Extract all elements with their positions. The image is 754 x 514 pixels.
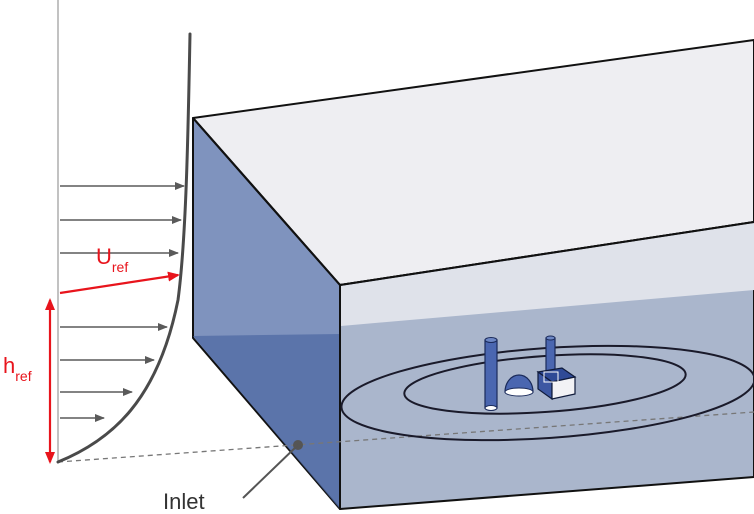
dome: [504, 374, 534, 397]
short-cylinder: [545, 335, 556, 373]
tall-cylinder: [484, 337, 498, 411]
inlet-label: Inlet: [163, 489, 205, 514]
inlet-callout: Inlet: [163, 440, 303, 514]
box-building: [536, 367, 577, 401]
outer-ground-ellipse: [340, 344, 754, 442]
profile-curve: [56, 32, 192, 464]
computational-domain-box: [57, 39, 754, 510]
inner-ground-ellipse: [403, 353, 687, 415]
inlet-face-shade: [193, 334, 340, 509]
inlet-leader-line: [242, 444, 299, 499]
velocity-profile: Uref href: [3, 0, 192, 464]
reference-velocity-label: Uref: [96, 244, 128, 275]
building-models: [484, 335, 577, 411]
front-face-band: [341, 223, 754, 326]
reference-velocity-arrow: [59, 271, 180, 295]
reference-height-label: href: [3, 353, 32, 384]
